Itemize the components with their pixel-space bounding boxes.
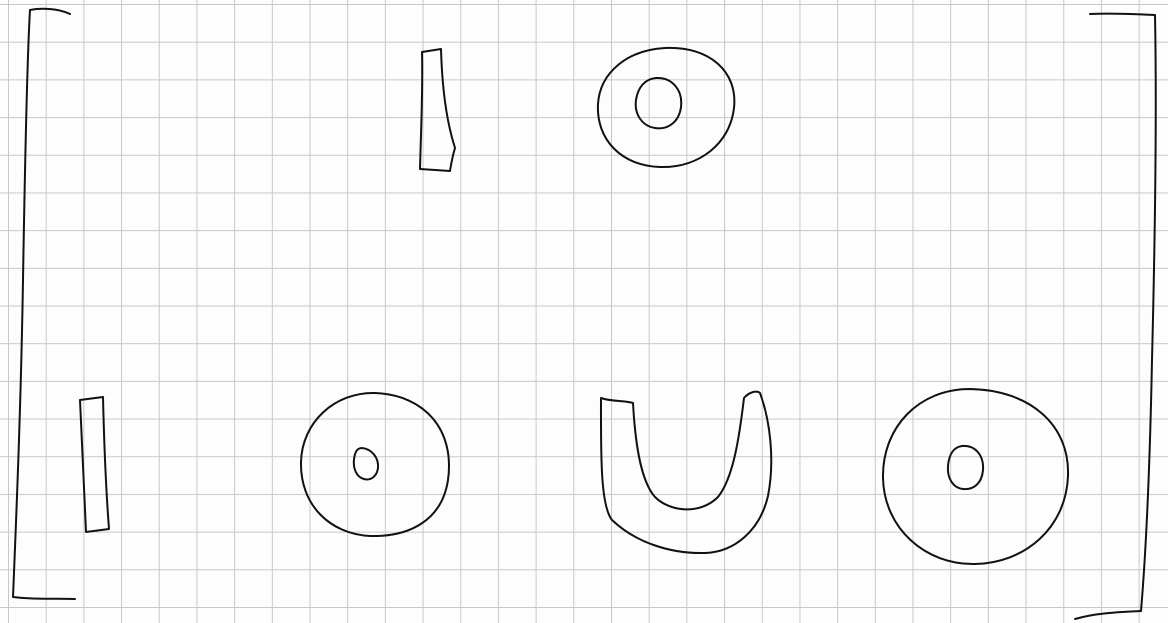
bottom-ring-1-outer	[301, 393, 449, 536]
bottom-ring-1-inner	[354, 448, 378, 479]
bottom-ring-2-outer	[883, 389, 1068, 564]
right-bracket	[1075, 14, 1156, 619]
bottom-ring-2-inner	[948, 446, 983, 489]
u-shape	[601, 392, 771, 553]
bottom-bar	[80, 397, 109, 532]
top-ring-outer	[598, 48, 734, 167]
left-bracket	[13, 9, 75, 599]
top-bar	[420, 49, 455, 171]
top-ring-inner	[636, 78, 682, 128]
